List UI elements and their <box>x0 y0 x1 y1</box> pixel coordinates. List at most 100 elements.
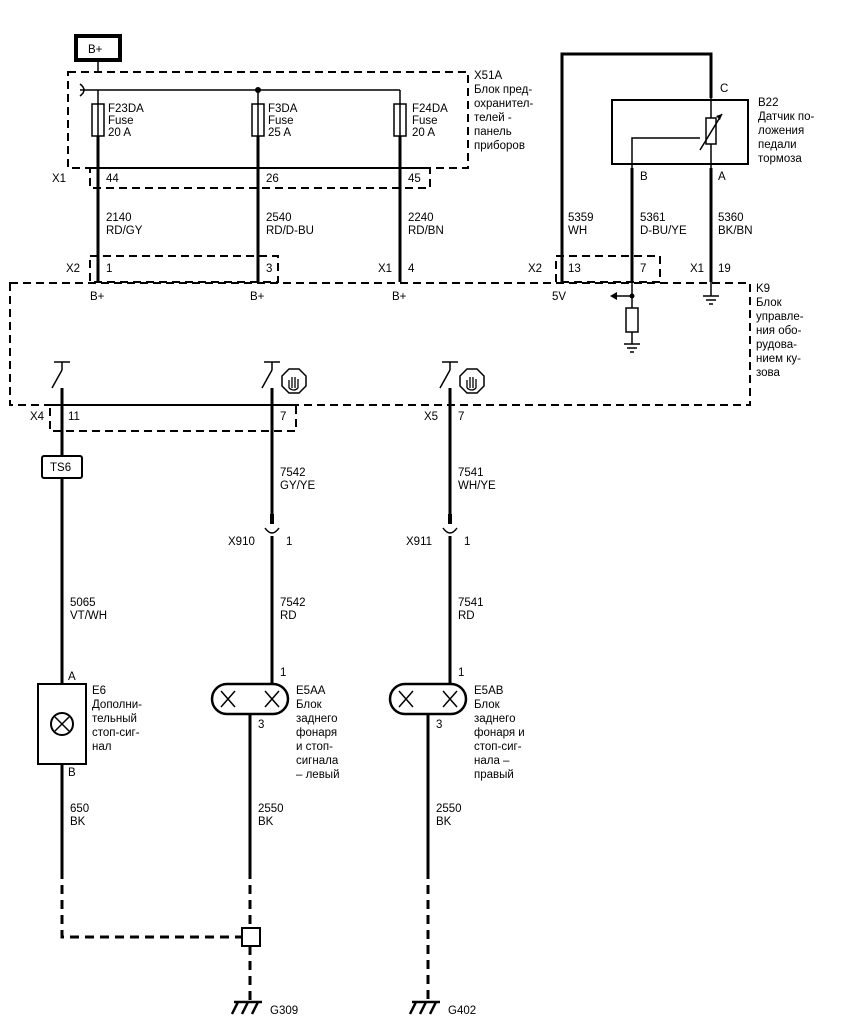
x911-pin: 1 <box>464 536 470 548</box>
wire-7541-wh-number: 7541 <box>458 467 484 479</box>
wire-7541-wh-color: WH/YE <box>458 480 496 492</box>
x4-connector <box>49 404 297 432</box>
wire-2550-right-color: BK <box>436 816 452 828</box>
wire-7542-gy-number: 7542 <box>280 467 306 479</box>
x1-top-pin-a: 44 <box>106 173 119 185</box>
wire-5359-color: WH <box>568 225 587 237</box>
wire-2550-left-color: BK <box>258 816 274 828</box>
e6-id: E6 <box>92 685 106 697</box>
wire-7542-gy-color: GY/YE <box>280 480 315 492</box>
sensor-pin-c: C <box>720 83 728 95</box>
bcm-desc-2: управле- <box>756 311 804 323</box>
bulb-icon <box>398 690 458 708</box>
x4-pin-b: 7 <box>280 411 286 423</box>
esd-hand-icon <box>459 368 485 394</box>
fuse-f24da-rating: 20 A <box>412 127 435 139</box>
x911-connector <box>442 527 458 534</box>
wire-2240-color: RD/BN <box>408 225 444 237</box>
bcm-terminal-bplus-1: B+ <box>90 291 105 303</box>
e5aa-pin-3: 3 <box>258 719 264 731</box>
x910-label: X910 <box>228 536 255 548</box>
sensor-desc-3: педали <box>758 139 797 151</box>
e6-desc-1: Дополни- <box>92 699 142 711</box>
fuse-f23da-rating: 20 A <box>108 127 131 139</box>
e5ab-desc-4: стоп-сиг- <box>474 741 522 753</box>
e6-desc-4: нал <box>92 741 111 753</box>
x2-right-pin-a: 13 <box>568 263 581 275</box>
e5ab-lamp-body <box>388 682 468 716</box>
wire-2140-number: 2140 <box>106 212 132 224</box>
x2-left-label: X2 <box>66 263 80 275</box>
body-control-module-outline <box>9 282 751 406</box>
x911-label: X911 <box>406 536 432 548</box>
wire-650-dashed <box>60 870 242 939</box>
e5ab-desc-2: заднего <box>474 713 515 725</box>
wire-5360-color: BK/BN <box>718 225 753 237</box>
bcm-id: K9 <box>756 283 770 295</box>
x1-right-pin: 19 <box>718 263 731 275</box>
brake-pedal-sensor-box <box>611 99 749 165</box>
e5ab-desc-1: Блок <box>474 699 501 711</box>
chassis-ground-icon <box>230 1000 262 1015</box>
fuse-f3da-rating: 25 A <box>268 127 291 139</box>
wire-2140-color: RD/GY <box>106 225 143 237</box>
wire-2540-color: RD/D-BU <box>266 225 314 237</box>
fuse-block-desc-5: приборов <box>474 140 525 152</box>
wire-5359-number: 5359 <box>568 212 594 224</box>
fuse-f24da-name: F24DA <box>412 103 448 115</box>
wire-650-number: 650 <box>70 803 89 815</box>
wire-7541-rd-number: 7541 <box>458 597 484 609</box>
x1-mid-pin: 4 <box>408 263 415 275</box>
x2-left-pin-b: 3 <box>266 263 272 275</box>
x910-pin: 1 <box>286 536 292 548</box>
e5aa-desc-3: фонаря <box>296 727 337 739</box>
bcm-terminal-5v: 5V <box>552 291 566 303</box>
e6-desc-2: тельный <box>92 713 137 725</box>
x5-label: X5 <box>424 411 438 423</box>
e5aa-desc-1: Блок <box>296 699 323 711</box>
sensor-pin-b: B <box>640 171 648 183</box>
x2-left-pin-a: 1 <box>106 263 112 275</box>
sensor-desc-2: ложения <box>758 125 804 137</box>
fuse-block-desc-4: панель <box>474 126 512 138</box>
e5ab-desc-5: нала – <box>474 755 510 767</box>
wire-2540-number: 2540 <box>266 212 292 224</box>
e5aa-pin-1: 1 <box>280 667 286 679</box>
wire-5360-number: 5360 <box>718 212 744 224</box>
wire-5359 <box>560 52 713 282</box>
output-switch-1 <box>51 361 70 389</box>
fuse-block-outline <box>67 71 469 169</box>
wire-7541-rd-color: RD <box>458 610 475 622</box>
sensor-desc-1: Датчик по- <box>758 111 814 123</box>
bcm-terminal-bplus-2: B+ <box>250 291 265 303</box>
fuse-f3da-name: F3DA <box>268 103 298 115</box>
e5aa-desc-2: заднего <box>296 713 337 725</box>
e6-pin-a: A <box>68 671 76 683</box>
e6-pin-b: B <box>68 767 76 779</box>
battery-supply-label: B+ <box>88 44 103 56</box>
fuse-f24da-type: Fuse <box>412 115 438 127</box>
e5aa-desc-6: – левый <box>296 769 340 781</box>
wire-2240-number: 2240 <box>408 212 434 224</box>
wire-5065-number: 5065 <box>70 597 96 609</box>
bcm-terminal-bplus-3: B+ <box>392 291 407 303</box>
e5ab-pin-1: 1 <box>458 667 464 679</box>
sensor-wiper-lead <box>631 137 700 168</box>
bcm-desc-6: зова <box>756 367 781 379</box>
x1-top-pin-c: 45 <box>408 173 421 185</box>
fuse-block-desc-2: охранител- <box>474 98 533 110</box>
e6-desc-3: стоп-сиг- <box>92 727 140 739</box>
wire-5065-color: VT/WH <box>70 610 107 622</box>
x2-right-label: X2 <box>528 263 542 275</box>
x1-mid-label: X1 <box>378 263 392 275</box>
ground-g402: G402 <box>448 1005 476 1017</box>
e5aa-desc-4: и стоп- <box>296 741 333 753</box>
esd-hand-icon <box>281 368 307 394</box>
wire-2550-right-number: 2550 <box>436 803 462 815</box>
x4-pin-a: 11 <box>68 411 80 423</box>
wire-2550-left-number: 2550 <box>258 803 284 815</box>
x2-connector-left <box>89 255 279 283</box>
ground-splice-box <box>241 927 261 947</box>
fuse-f23da-type: Fuse <box>108 115 134 127</box>
pull-down-resistor <box>625 307 639 333</box>
